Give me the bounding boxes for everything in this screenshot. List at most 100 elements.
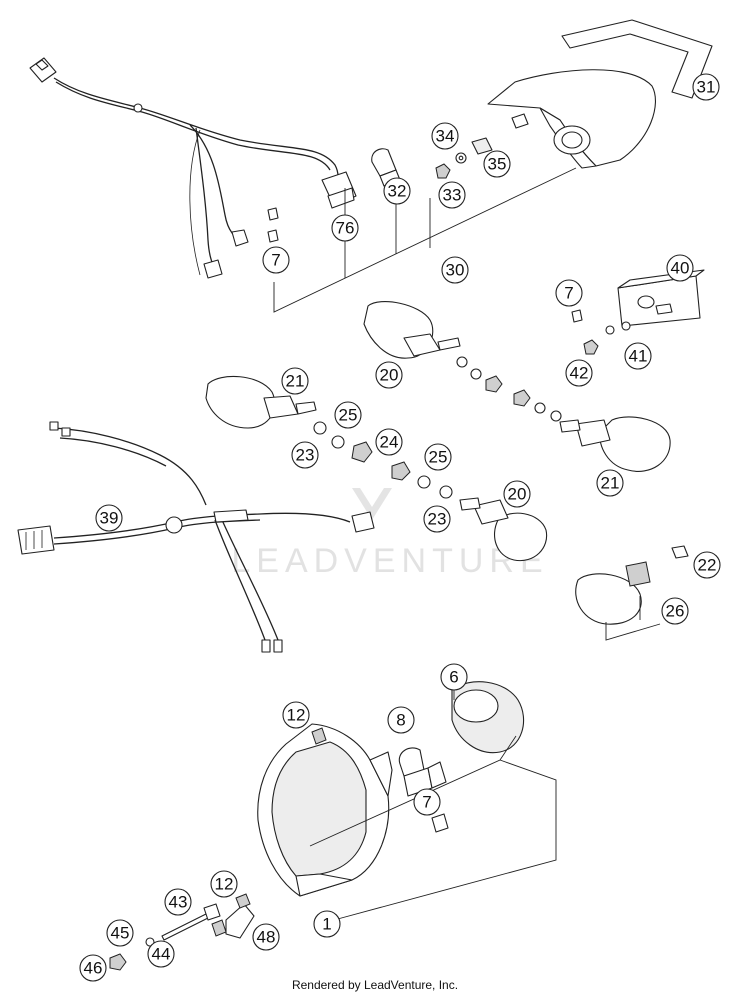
- svg-text:6: 6: [449, 668, 458, 687]
- indicator-stalk-21a: [263, 395, 299, 419]
- svg-text:43: 43: [169, 893, 188, 912]
- terminal-39-d: [273, 639, 283, 653]
- svg-text:48: 48: [257, 928, 276, 947]
- wire-39-lower: [214, 519, 266, 641]
- wire-39-upper: [53, 427, 207, 506]
- callout-8: 8: [387, 706, 415, 734]
- indicator-lens-20b: [494, 512, 548, 562]
- nut-42: [583, 339, 599, 355]
- washer-20a-1: [456, 356, 468, 368]
- callout-44: 44: [147, 940, 175, 968]
- leader-26: [605, 596, 661, 641]
- turn-signal-21-left: [205, 375, 317, 429]
- washer-23b: [439, 485, 453, 499]
- turn-signal-26: [575, 545, 689, 625]
- adjuster-rod-43: [161, 913, 209, 941]
- svg-text:41: 41: [629, 347, 648, 366]
- leader-30-bracket: [273, 167, 577, 313]
- small-bulb-upper: [267, 207, 279, 221]
- connector-39: [17, 525, 55, 555]
- bulb-socket-39: [351, 511, 375, 533]
- wiring-harness-39: [17, 421, 375, 653]
- callout-25-upper: 25: [334, 401, 362, 429]
- callout-12-lower: 12: [210, 870, 238, 898]
- callout-21-left: 21: [281, 367, 309, 395]
- nut-21b: [513, 389, 531, 407]
- wire-39-sleeve: [213, 509, 249, 523]
- indicator-stem-20b: [459, 497, 481, 511]
- nut-25b: [391, 461, 411, 481]
- svg-text:30: 30: [446, 261, 465, 280]
- terminal-39-c: [261, 639, 271, 653]
- svg-text:31: 31: [697, 78, 716, 97]
- turn-signal-20-lower: [459, 497, 548, 562]
- svg-text:35: 35: [488, 155, 507, 174]
- turn-signal-20-upper: [363, 301, 503, 393]
- indicator-stalk-20b: [473, 499, 509, 525]
- harness-branch-wire-2: [195, 127, 215, 269]
- callout-40: 40: [666, 254, 694, 282]
- small-parts-33-35: [435, 137, 493, 179]
- reflector-strip-31: [561, 19, 713, 99]
- indicator-mount-26: [625, 561, 651, 587]
- callout-26: 26: [661, 597, 689, 625]
- adjuster-parts: [109, 893, 255, 971]
- indicator-stem-21b: [559, 419, 581, 433]
- bracket-48: [225, 903, 255, 939]
- small-bulb-7b: [571, 309, 583, 323]
- license-light-stud: [655, 303, 673, 315]
- svg-text:76: 76: [336, 219, 355, 238]
- callout-48: 48: [252, 923, 280, 951]
- nut-46: [109, 953, 127, 971]
- terminal-39-a: [49, 421, 59, 431]
- callout-32: 32: [383, 177, 411, 205]
- bulb-32-glass: [371, 148, 397, 177]
- license-light-lens: [637, 295, 655, 309]
- headlight-reflector: [271, 741, 367, 877]
- callout-33: 33: [438, 181, 466, 209]
- connector-39-pins: [25, 530, 43, 550]
- callout-41: 41: [624, 342, 652, 370]
- washer-21b-2: [550, 410, 562, 422]
- bulb-socket-left-upper: [231, 229, 249, 247]
- indicator-lens-21a: [205, 375, 276, 429]
- dust-cover-6: [451, 681, 525, 754]
- svg-text:12: 12: [215, 875, 234, 894]
- harness-clip: [133, 103, 143, 113]
- washer-21b-1: [534, 402, 546, 414]
- callout-23-lower: 23: [423, 505, 451, 533]
- headlight-assembly: [257, 723, 393, 897]
- indicator-stalk-21b: [575, 419, 611, 447]
- svg-text:20: 20: [380, 366, 399, 385]
- svg-text:26: 26: [666, 602, 685, 621]
- svg-text:22: 22: [698, 556, 717, 575]
- svg-text:39: 39: [100, 509, 119, 528]
- callout-34: 34: [431, 122, 459, 150]
- dust-cover-opening: [453, 689, 499, 723]
- svg-text:40: 40: [671, 259, 690, 278]
- callout-24: 24: [375, 428, 403, 456]
- svg-text:12: 12: [287, 706, 306, 725]
- tail-light-housing: [487, 69, 656, 169]
- leader-1-bracket: [309, 735, 557, 921]
- svg-text:21: 21: [601, 474, 620, 493]
- callout-7-headlight: 7: [413, 788, 441, 816]
- svg-text:42: 42: [570, 364, 589, 383]
- svg-text:25: 25: [339, 406, 358, 425]
- grommet-39: [165, 516, 183, 534]
- callout-39: 39: [95, 504, 123, 532]
- headlight-lens-edge: [295, 873, 353, 897]
- indicator-stem-21a: [295, 401, 317, 415]
- callout-31: 31: [692, 73, 720, 101]
- bulb-32: [371, 148, 401, 187]
- footer-credit: Rendered by LeadVenture, Inc.: [291, 978, 459, 992]
- svg-text:24: 24: [380, 433, 399, 452]
- grommet-35: [471, 137, 493, 155]
- callout-20-upper: 20: [375, 361, 403, 389]
- watermark-logo-mark: [352, 488, 392, 520]
- callout-21-right: 21: [596, 469, 624, 497]
- svg-text:23: 23: [428, 510, 447, 529]
- svg-text:25: 25: [429, 448, 448, 467]
- washer-41a: [605, 325, 615, 335]
